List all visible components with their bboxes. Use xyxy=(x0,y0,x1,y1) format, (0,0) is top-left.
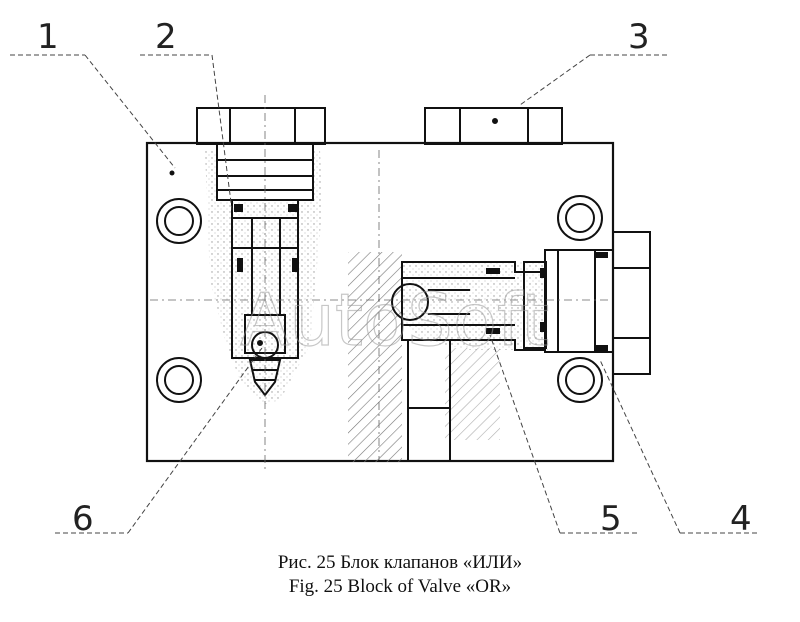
caption-russian: Рис. 25 Блок клапанов «ИЛИ» xyxy=(277,552,523,573)
mounting-holes xyxy=(156,195,603,403)
right-top-nut xyxy=(424,107,563,145)
hatched-section xyxy=(348,252,402,462)
right-valve-assembly xyxy=(391,249,614,353)
center-lines xyxy=(150,95,610,470)
watermark: AutoSoft xyxy=(240,278,549,362)
right-side-nut xyxy=(612,231,651,375)
leader-lines xyxy=(10,54,760,534)
hatched-section-2 xyxy=(445,348,500,440)
callout-4: 4 xyxy=(730,499,752,539)
callout-1: 1 xyxy=(37,17,59,57)
marker-dot xyxy=(169,170,175,176)
caption-english: Fig. 25 Block of Valve «OR» xyxy=(288,576,512,597)
callout-3: 3 xyxy=(628,17,650,57)
left-valve-seals xyxy=(234,204,298,272)
left-top-nut xyxy=(196,107,326,145)
callout-5: 5 xyxy=(600,499,622,539)
cast-area-left xyxy=(205,150,322,405)
callout-6: 6 xyxy=(72,499,94,539)
callout-2: 2 xyxy=(155,17,177,57)
right-valve-seals xyxy=(486,252,608,351)
vertical-bore xyxy=(407,340,451,462)
cast-area-right xyxy=(402,262,548,350)
